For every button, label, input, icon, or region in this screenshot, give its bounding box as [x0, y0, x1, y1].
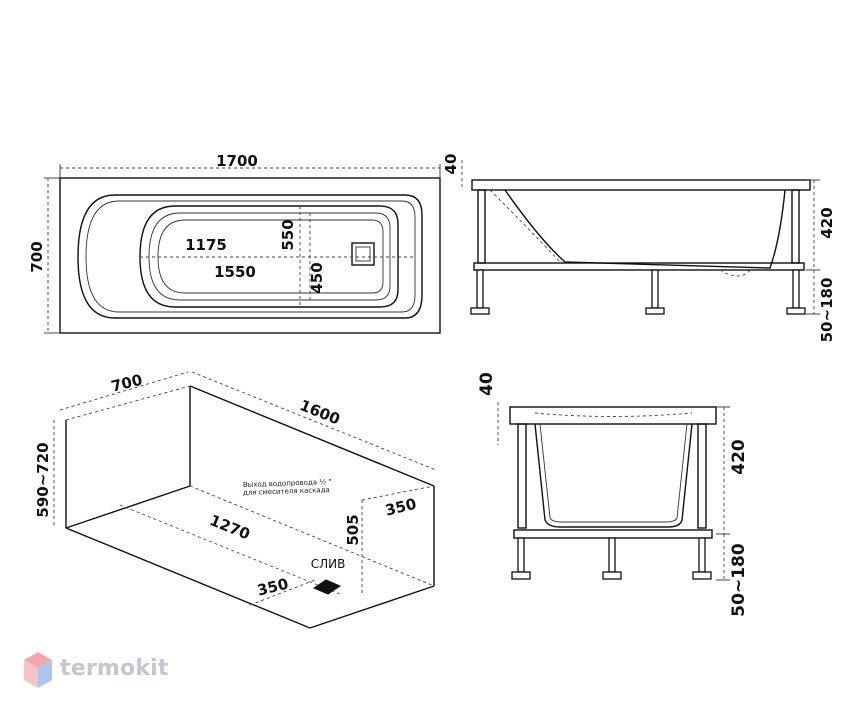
end-leg-right	[698, 537, 706, 573]
inner-length-1550-label: 1550	[214, 263, 256, 281]
top-view-rim-inner	[85, 200, 416, 313]
side-leg-middle	[651, 269, 659, 309]
end-legs-label: 50~180	[729, 543, 749, 617]
top-width-label: 700	[28, 241, 46, 272]
iso-view: 700 1600 590~720 Выход водопровода ½ " д…	[34, 371, 437, 629]
end-leg-left	[517, 537, 525, 573]
side-height-label: 420	[818, 207, 836, 238]
termokit-logo-icon	[24, 652, 52, 688]
drain-icon	[312, 579, 342, 595]
iso-height-label: 590~720	[34, 442, 52, 517]
water-note-line2: для смесителя каскада	[243, 486, 330, 497]
brand-name: termokit	[60, 656, 169, 681]
top-view-rim	[77, 194, 423, 319]
top-view-outline	[59, 177, 441, 334]
inner-length-1175-label: 1175	[185, 236, 227, 254]
side-view-rim	[471, 179, 811, 191]
drain-label: СЛИВ	[311, 557, 346, 571]
end-view: 40 420 50~180	[477, 372, 749, 617]
top-length-label: 1700	[216, 152, 258, 170]
top-view-basin	[139, 205, 399, 308]
side-view-basin	[504, 189, 786, 269]
top-view-basin-inner	[148, 212, 391, 301]
end-view-frame	[513, 529, 713, 539]
iso-width-label: 700	[109, 371, 144, 396]
iso-pipe-height-label: 505	[344, 514, 362, 545]
end-height-label: 420	[729, 439, 749, 475]
end-leg-middle	[608, 537, 616, 573]
iso-pipe-offset-label: 350	[383, 495, 418, 520]
inner-width-450-label: 450	[308, 262, 326, 293]
side-leg-right	[792, 269, 800, 309]
iso-floor-length-label: 1270	[207, 511, 252, 543]
top-view: 1700 700 1175 1550 550 450	[28, 152, 441, 334]
iso-drain-offset-label: 350	[255, 575, 290, 600]
end-view-rim	[509, 406, 717, 425]
side-legs-label: 50~180	[818, 278, 836, 343]
side-leg-left	[476, 269, 484, 309]
top-view-drain-inner	[355, 246, 371, 262]
side-rim-label: 40	[442, 154, 460, 175]
side-view: 40 420 50~180	[442, 154, 836, 343]
inner-width-550-label: 550	[279, 219, 297, 250]
water-note-line1: Выход водопровода ½ "	[243, 478, 332, 489]
top-view-drain	[351, 242, 375, 266]
iso-length-label: 1600	[297, 396, 342, 428]
top-view-basin-bottom	[157, 219, 384, 294]
side-view-frame	[473, 262, 805, 271]
end-view-basin	[534, 423, 693, 528]
end-rim-label: 40	[477, 372, 497, 396]
